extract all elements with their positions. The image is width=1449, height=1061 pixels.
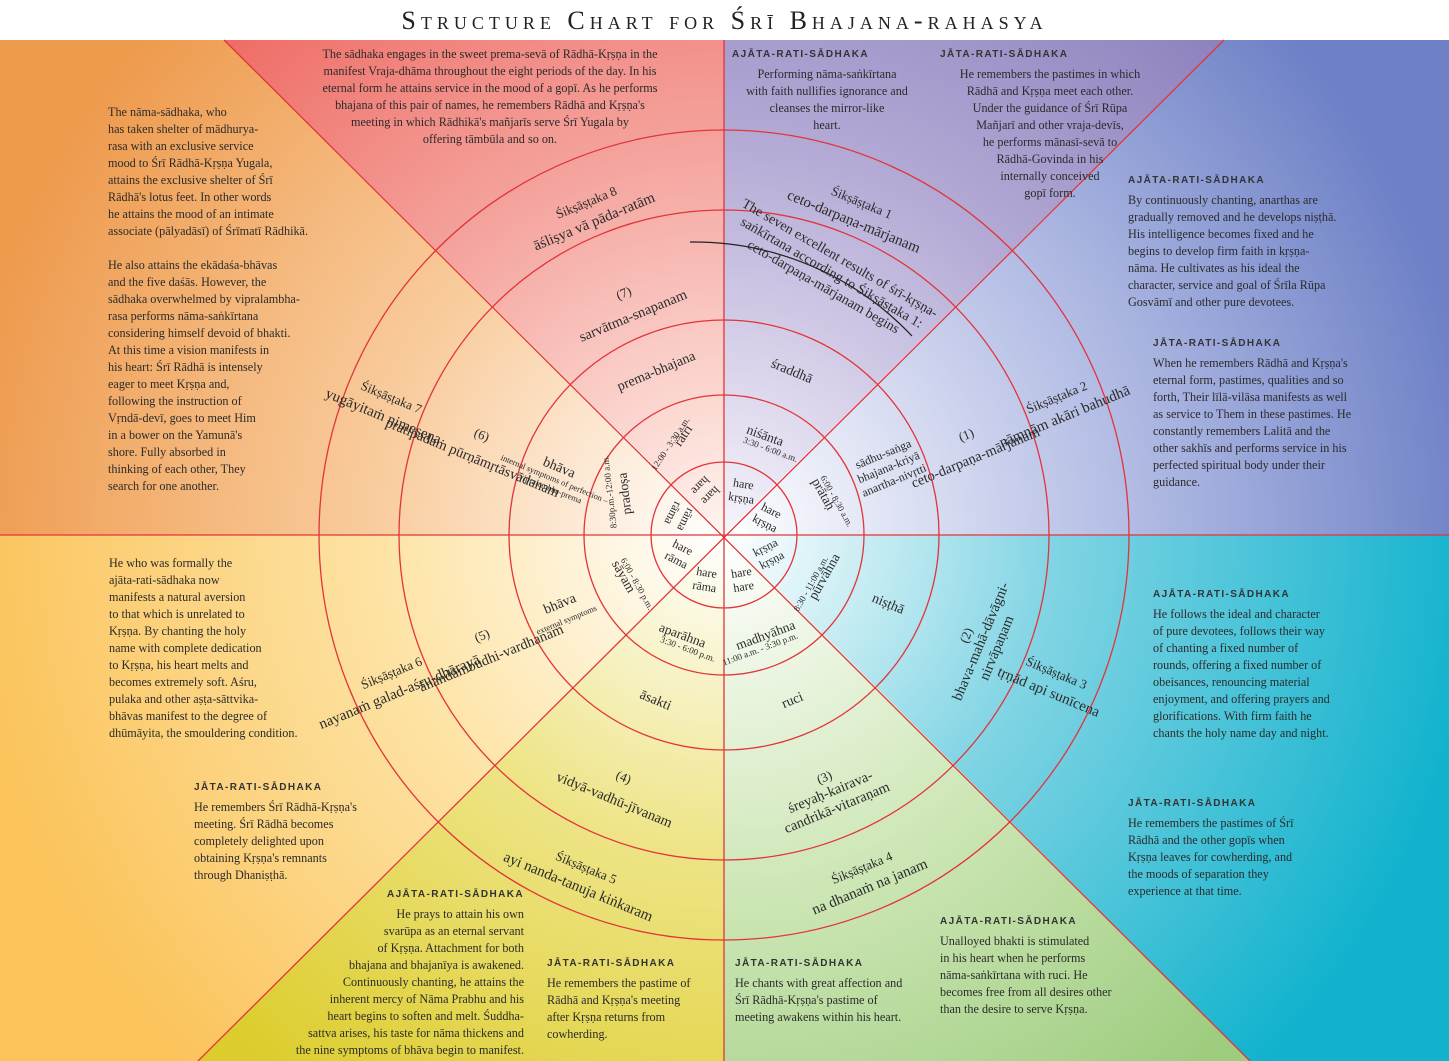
stage-4: āsakti — [637, 688, 673, 714]
block-right-2: JĀTA-RATI-SĀDHAKA When he remembers Rādh… — [1153, 335, 1433, 491]
block-top-center-text: The sādhaka engages in the sweet prema-s… — [322, 47, 658, 146]
block-right-4: JĀTA-RATI-SĀDHAKA He remembers the pasti… — [1128, 795, 1368, 900]
block-right-3: AJĀTA-RATI-SĀDHAKA He follows the ideal … — [1153, 586, 1413, 742]
block-top-right-heading: JĀTA-RATI-SĀDHAKA — [940, 49, 1069, 60]
block-top-mid-right-text: Performing nāma-saṅkīrtana with faith nu… — [746, 67, 908, 132]
block-top-left: The nāma-sādhaka, who has taken shelter … — [108, 104, 363, 495]
block-bottom-left-heading: AJĀTA-RATI-SĀDHAKA — [386, 889, 524, 900]
block-right-1-heading: AJĀTA-RATI-SĀDHAKA — [1128, 175, 1266, 186]
block-bottom-mid-right-text: He chants with great affection and Śrī R… — [735, 976, 903, 1024]
result-num-5: (6) — [472, 425, 492, 445]
result-num-0: (1) — [956, 425, 976, 445]
block-top-mid-right-heading: AJĀTA-RATI-SĀDHAKA — [732, 49, 870, 60]
block-right-4-text: He remembers the pastimes of Śrī Rādhā a… — [1128, 816, 1294, 898]
block-right-4-heading: JĀTA-RATI-SĀDHAKA — [1128, 798, 1257, 809]
stage-7: prema-bhajana — [615, 349, 698, 395]
block-right-3-heading: AJĀTA-RATI-SĀDHAKA — [1153, 589, 1291, 600]
chart-title: Structure Chart for Śrī Bhajana-rahasya — [401, 6, 1048, 35]
result-num-3: (4) — [614, 767, 634, 787]
center-word-0: rāmarāma — [661, 499, 697, 534]
block-bottom-mid-left-heading: JĀTA-RATI-SĀDHAKA — [547, 958, 676, 969]
block-left-1: He who was formally the ajāta-rati-sādha… — [109, 555, 344, 742]
stage-3: ruci — [780, 690, 806, 712]
block-bottom-left-text: He prays to attain his own svarūpa as an… — [295, 907, 524, 1057]
block-bottom-right-text: Unalloyed bhakti is stimulated in his he… — [940, 934, 1112, 1016]
result-num-1: (2) — [956, 625, 976, 645]
block-right-1-text: By continuously chanting, anarthas are g… — [1128, 193, 1337, 309]
result-text-6: sarvātma-snapanam — [577, 286, 690, 345]
block-top-left-text: The nāma-sādhaka, who has taken shelter … — [108, 105, 309, 493]
block-top-right: JĀTA-RATI-SĀDHAKA He remembers the pasti… — [940, 46, 1160, 202]
block-bottom-right-heading: AJĀTA-RATI-SĀDHAKA — [940, 916, 1078, 927]
block-bottom-mid-right: JĀTA-RATI-SĀDHAKA He chants with great a… — [735, 955, 945, 1026]
block-right-2-heading: JĀTA-RATI-SĀDHAKA — [1153, 338, 1282, 349]
result-text-1: bhava-mahā-dāvāgni-nirvāpaṇam — [950, 580, 1029, 710]
block-right-2-text: When he remembers Rādhā and Kṛṣṇa's eter… — [1153, 356, 1352, 489]
block-bottom-left: AJĀTA-RATI-SĀDHAKA He prays to attain hi… — [222, 886, 524, 1059]
center-word-7: harerāma — [663, 536, 698, 572]
block-bottom-right: AJĀTA-RATI-SĀDHAKA Unalloyed bhakti is s… — [940, 913, 1180, 1018]
block-top-center: The sādhaka engages in the sweet prema-s… — [290, 46, 690, 148]
block-right-1: AJĀTA-RATI-SĀDHAKA By continuously chant… — [1128, 172, 1408, 311]
block-top-right-text: He remembers the pastimes in which Rādhā… — [959, 67, 1141, 200]
center-word-2: harekṛṣṇa — [727, 475, 758, 507]
result-num-4: (5) — [472, 625, 492, 645]
center-word-5: harehare — [730, 564, 755, 595]
result-num-6: (7) — [614, 283, 634, 303]
block-right-3-text: He follows the ideal and character of pu… — [1153, 607, 1330, 740]
stage-2: niṣṭhā — [870, 591, 907, 618]
block-left-1-text: He who was formally the ajāta-rati-sādha… — [109, 556, 298, 740]
block-bottom-mid-left: JĀTA-RATI-SĀDHAKA He remembers the pasti… — [547, 955, 722, 1043]
center-word-6: harerāma — [692, 564, 721, 596]
block-bottom-mid-right-heading: JĀTA-RATI-SĀDHAKA — [735, 958, 864, 969]
center-word-1: harehare — [688, 473, 723, 508]
result-text-2: śreyaḥ-kairava-candrikā-vitaraṇam — [775, 763, 892, 837]
block-bottom-mid-left-text: He remembers the pastime of Rādhā and Kṛ… — [547, 976, 691, 1041]
center-word-3: harekṛṣṇa — [750, 498, 787, 535]
stage-0: śraddhā — [769, 357, 816, 388]
block-left-2-heading: JĀTA-RATI-SĀDHAKA — [194, 782, 323, 793]
block-left-2: JĀTA-RATI-SĀDHAKA He remembers Śrī Rādhā… — [194, 779, 394, 884]
period-name-6: pradoṣa — [614, 472, 634, 515]
block-left-2-text: He remembers Śrī Rādhā-Kṛṣṇa's meeting. … — [194, 800, 357, 882]
block-top-mid-right: AJĀTA-RATI-SĀDHAKA Performing nāma-saṅkī… — [732, 46, 922, 134]
center-word-4: kṛṣṇakṛṣṇa — [750, 535, 787, 572]
result-num-2: (3) — [814, 767, 834, 787]
